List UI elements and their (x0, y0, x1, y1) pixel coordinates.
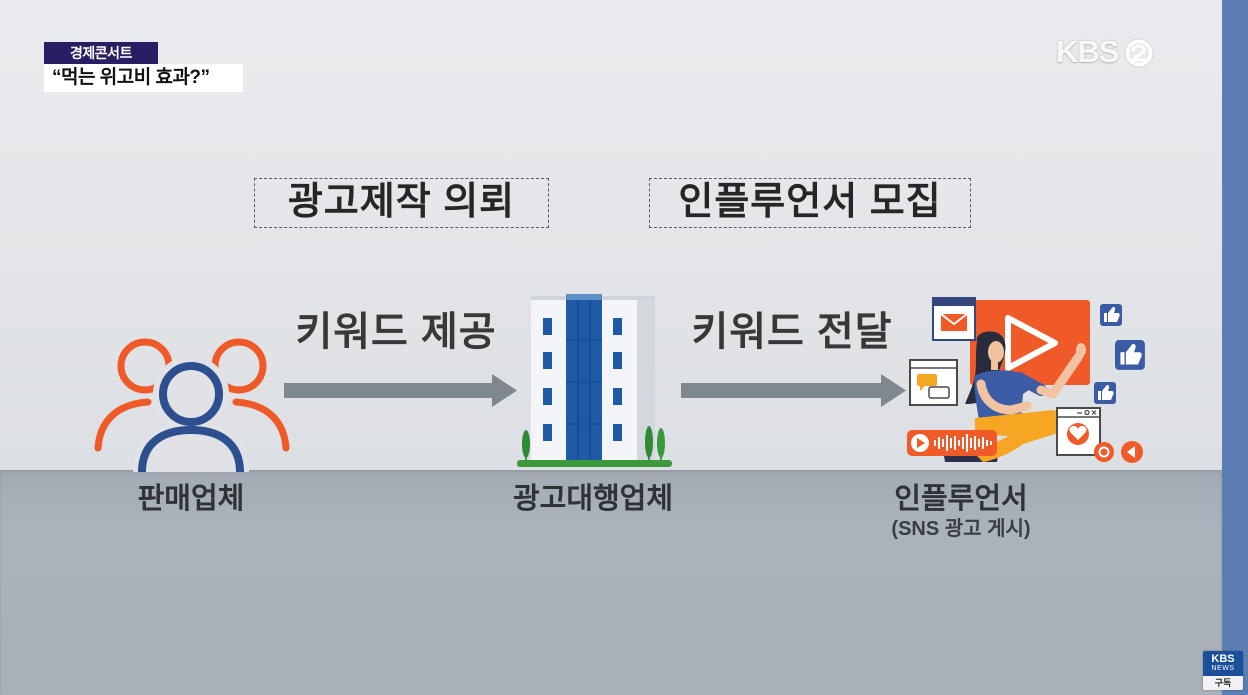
like-icon (1094, 382, 1116, 404)
node-label-agency: 광고대행업체 (512, 483, 674, 515)
subscribe-brand: KBS (1211, 653, 1235, 665)
play-button-icon (1005, 315, 1058, 371)
program-badge: 경제콘서트 (44, 42, 158, 64)
audio-player-icon (907, 430, 997, 456)
influencer-social-media-icon (907, 297, 1145, 463)
influencer-recruit-label: 인플루언서 모집 (649, 178, 971, 228)
tree-icon (522, 426, 665, 464)
center-person (133, 356, 249, 472)
grass-base (517, 460, 672, 467)
office-building-icon (517, 294, 672, 467)
subscribe-label: 구독 (1203, 676, 1243, 690)
like-icon (1115, 340, 1145, 370)
building-windows (543, 318, 622, 441)
email-window-icon (932, 297, 976, 341)
arrow-agency-to-influencer (681, 374, 906, 407)
node-label-influencer: 인플루언서 (894, 483, 1028, 515)
heart-window-icon (1056, 407, 1101, 456)
ad-production-request-label: 광고제작 의뢰 (254, 178, 549, 228)
keyword-provide-label: 키워드 제공 (295, 310, 497, 354)
building-glass-column (566, 294, 602, 463)
chat-window-icon (909, 359, 958, 406)
channel-logo-text: KBS (1056, 34, 1119, 69)
subscribe-brand-sub: NEWS (1211, 665, 1235, 672)
node-label-seller: 판매업체 (137, 483, 245, 515)
reaction-badge-icon (1094, 442, 1114, 462)
background-lower-band (0, 470, 1222, 695)
arrow-seller-to-agency (284, 374, 517, 407)
subscribe-button[interactable]: KBS NEWS 구독 (1203, 651, 1243, 690)
headline-caption: “먹는 위고비 효과?” (44, 64, 243, 92)
kbs2-emblem-icon (1124, 38, 1154, 68)
people-group-icon (94, 338, 290, 472)
node-sublabel-influencer: (SNS 광고 게시) (891, 518, 1031, 540)
like-icon (1100, 304, 1122, 326)
woman-figure (943, 331, 1086, 462)
reaction-badge-icon (1121, 441, 1143, 463)
side-strip (1222, 0, 1248, 695)
keyword-deliver-label: 키워드 전달 (691, 310, 893, 354)
subscribe-logo: KBS NEWS (1203, 651, 1243, 676)
